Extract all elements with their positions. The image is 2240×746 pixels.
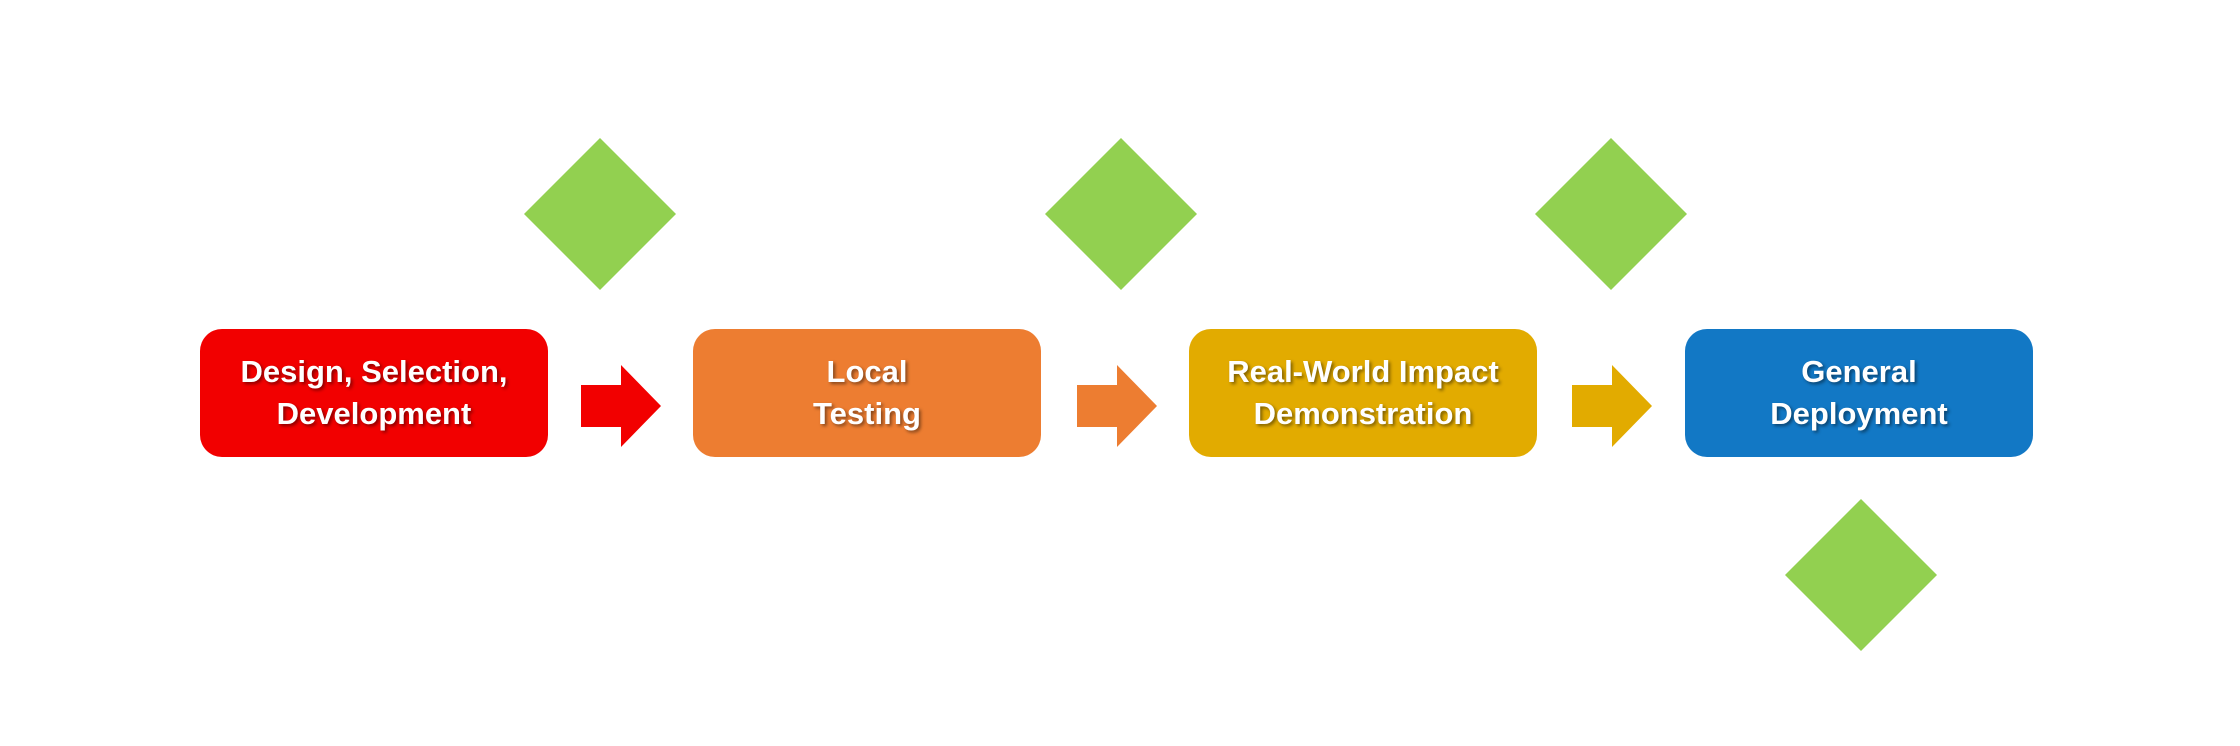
milestone-diamond-2 <box>1045 138 1197 290</box>
stage-local-testing: Local Testing <box>693 329 1041 457</box>
flow-arrow-shape <box>1077 365 1157 447</box>
milestone-diamond-shape <box>1785 499 1937 651</box>
milestone-diamond-shape <box>1045 138 1197 290</box>
milestone-diamond-1 <box>524 138 676 290</box>
stage-label: Design, Selection, Development <box>240 354 508 431</box>
stage-design-selection-development: Design, Selection, Development <box>200 329 548 457</box>
milestone-diamond-3 <box>1535 138 1687 290</box>
flow-arrow-1 <box>581 365 661 447</box>
stage-label: Real-World Impact Demonstration <box>1227 354 1499 431</box>
stage-real-world-impact-demonstration: Real-World Impact Demonstration <box>1189 329 1537 457</box>
flow-arrow-shape <box>1572 365 1652 447</box>
stage-label: General Deployment <box>1770 354 1948 431</box>
stage-label: Local Testing <box>813 354 921 431</box>
milestone-diamond-shape <box>524 138 676 290</box>
flow-arrow-shape <box>581 365 661 447</box>
flow-arrow-2 <box>1077 365 1157 447</box>
milestone-diamond-shape <box>1535 138 1687 290</box>
milestone-diamond-4 <box>1785 499 1937 651</box>
flow-arrow-3 <box>1572 365 1652 447</box>
stage-general-deployment: General Deployment <box>1685 329 2033 457</box>
